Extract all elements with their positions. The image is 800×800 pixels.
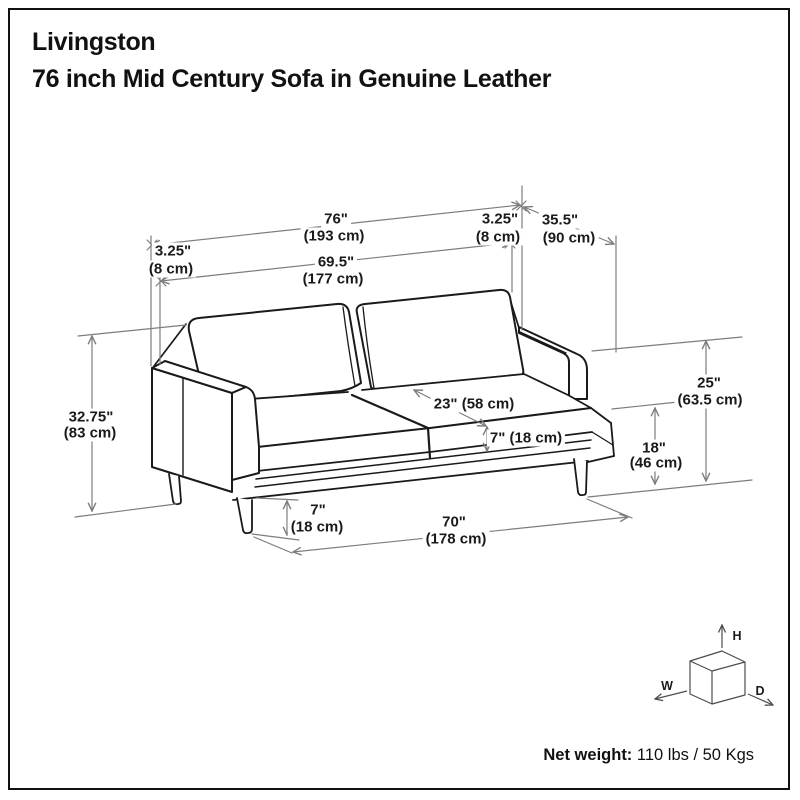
overall-width-cm-label: (193 cm) xyxy=(300,227,368,245)
right-arm-width-cm-label: (8 cm) xyxy=(472,228,524,246)
tick-left-inner xyxy=(155,275,167,287)
base-bottom-edge xyxy=(232,460,589,501)
ext-leg-bottom xyxy=(251,533,300,541)
product-subtitle: 76 inch Mid Century Sofa in Genuine Leat… xyxy=(32,65,552,93)
base-right-top-edge xyxy=(590,407,612,424)
leg-front-left xyxy=(236,497,253,535)
base-right-bottom-edge xyxy=(587,455,615,463)
cube-top-face xyxy=(689,650,746,672)
back-cushion-right-crease xyxy=(362,306,375,389)
width-axis-label: W xyxy=(661,679,673,693)
seat-depth-label: 23" (58 cm) xyxy=(430,395,518,413)
overall-height-inches-label: 32.75" xyxy=(65,408,117,426)
depth-axis-arrow xyxy=(747,693,773,705)
seat-back-edge-right xyxy=(361,373,525,391)
seat-height-inches-label: 18" xyxy=(639,439,669,457)
left-arm-width-cm-label: (8 cm) xyxy=(145,260,197,278)
depth-axis-label: D xyxy=(755,684,765,698)
left-arm-width-inches-label: 3.25" xyxy=(151,242,195,260)
base-welt-top xyxy=(255,439,592,480)
seat-height-cm-label: (46 cm) xyxy=(626,454,686,472)
ext-height-top xyxy=(77,324,187,337)
leg-height-inches-label: 7" xyxy=(307,501,329,519)
seat-cushion-split xyxy=(350,393,432,460)
net-weight: Net weight: 110 lbs / 50 Kgs xyxy=(543,746,754,765)
title-block: Livingston 76 inch Mid Century Sofa in G… xyxy=(32,24,551,98)
net-weight-value: 110 lbs / 50 Kgs xyxy=(632,746,754,764)
ext-floor-right xyxy=(587,479,753,498)
image-border xyxy=(8,8,790,790)
ext-arm-height-top xyxy=(591,336,743,352)
leg-back-left xyxy=(168,473,182,506)
seat-front-edge xyxy=(238,407,592,450)
back-cushion-left-crease xyxy=(342,306,356,387)
base-welt-bottom xyxy=(254,447,591,488)
overall-depth-inches-label: 35.5" xyxy=(538,211,582,229)
net-weight-label: Net weight: xyxy=(543,746,633,764)
leg-front-right xyxy=(573,458,588,497)
overall-width-inches-label: 76" xyxy=(321,210,351,228)
ext-front-rail-right xyxy=(586,498,633,519)
ext-front-rail-left xyxy=(253,536,293,554)
cube-side-faces xyxy=(689,661,746,705)
ext-leg-top xyxy=(256,497,299,501)
front-rail-width-cm-label: (178 cm) xyxy=(422,530,490,548)
ext-height-bottom xyxy=(74,503,177,518)
leg-height-cm-label: (18 cm) xyxy=(287,518,347,536)
right-arm-width-inches-label: 3.25" xyxy=(478,210,522,228)
ext-seat-height-top xyxy=(611,401,679,410)
right-arm-top-seam xyxy=(519,331,567,354)
back-cushion-right xyxy=(355,288,525,392)
left-arm-front-panel xyxy=(231,386,260,481)
product-name: Livingston xyxy=(32,28,156,56)
sofa-drawing xyxy=(151,288,615,535)
cushion-thickness-label: 7" (18 cm) xyxy=(486,429,566,447)
tick-right-outer xyxy=(515,200,527,212)
base-right-welt xyxy=(591,431,614,446)
seat-top-fill xyxy=(208,374,591,448)
back-frame-left-edge xyxy=(153,323,187,367)
interior-width-cm-label: (177 cm) xyxy=(299,270,367,288)
width-axis-arrow xyxy=(655,690,688,699)
interior-width-inches-label: 69.5" xyxy=(314,253,358,271)
height-axis-label: H xyxy=(732,629,742,643)
base-right-vertical-edge xyxy=(610,422,615,457)
arm-height-cm-label: (63.5 cm) xyxy=(674,391,746,409)
overall-depth-cm-label: (90 cm) xyxy=(539,229,599,247)
axis-cube-icon xyxy=(655,625,773,705)
front-rail-width-inches-label: 70" xyxy=(439,513,469,531)
arm-height-inches-label: 25" xyxy=(694,374,724,392)
overall-height-cm-label: (83 cm) xyxy=(60,424,120,442)
seat-right-edge xyxy=(523,373,592,409)
